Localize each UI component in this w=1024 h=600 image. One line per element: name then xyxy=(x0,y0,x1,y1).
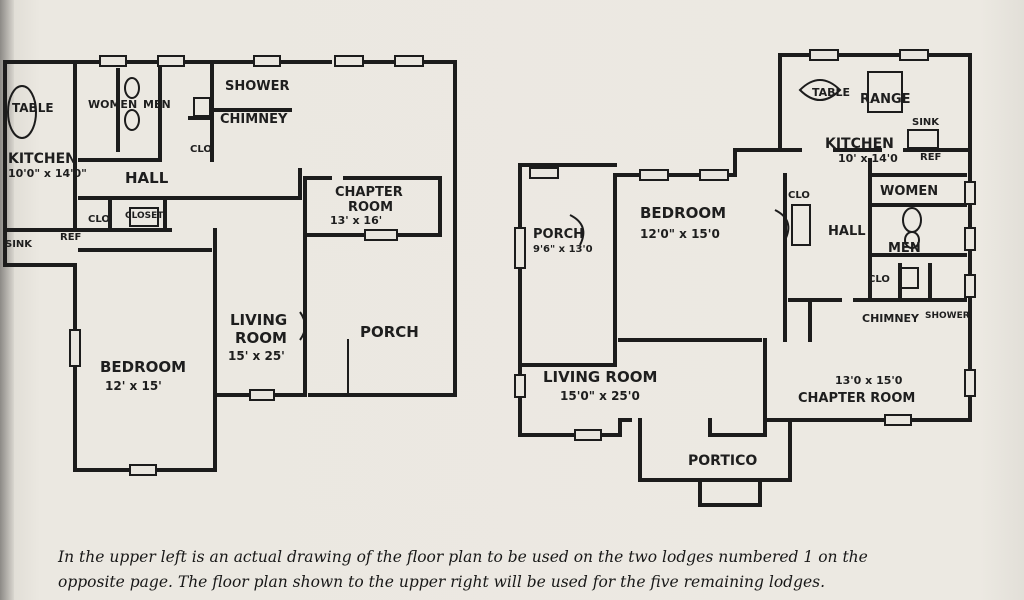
left-kitchen-label: KITCHEN xyxy=(8,151,77,167)
right-bedroom-label: BEDROOM xyxy=(640,204,726,222)
right-kitchen-size: 10' x 14'0 xyxy=(838,152,898,165)
caption-line-1: In the upper left is an actual drawing o… xyxy=(58,548,868,566)
left-ref-label: REF xyxy=(60,232,81,243)
right-clo-hall-label: CLO xyxy=(788,190,810,201)
left-chapter-label: CHAPTER xyxy=(335,185,403,200)
left-bedroom-label: BEDROOM xyxy=(100,358,186,376)
right-women-label: WOMEN xyxy=(880,184,938,199)
right-chimney-label: CHIMNEY xyxy=(862,312,920,325)
left-men-label: MEN xyxy=(143,98,171,111)
caption-line-2: opposite page. The floor plan shown to t… xyxy=(58,573,826,591)
right-portico-label: PORTICO xyxy=(688,453,757,469)
left-bedroom-size: 12' x 15' xyxy=(105,379,162,393)
right-floor-plan xyxy=(518,53,972,507)
left-kitchen-size: 10'0" x 14'0" xyxy=(8,167,87,180)
left-clo-hall-label: CLO xyxy=(88,214,110,225)
right-living-label: LIVING ROOM xyxy=(543,368,657,386)
left-clo-bath-label: CLO xyxy=(190,144,212,155)
left-hall-label: HALL xyxy=(125,169,169,187)
left-closet-label: CLOSET xyxy=(125,211,164,221)
right-kitchen-label: KITCHEN xyxy=(825,136,894,152)
left-living-label-2: ROOM xyxy=(235,329,287,347)
fixtures xyxy=(7,71,939,341)
right-chapter-size: 13'0 x 15'0 xyxy=(835,374,903,387)
right-range-label: RANGE xyxy=(860,92,911,107)
left-living-label: LIVING xyxy=(230,311,287,329)
right-ref-label: REF xyxy=(920,152,941,163)
right-hall-label: HALL xyxy=(828,224,866,239)
floor-plans-drawing: TABLE KITCHEN 10'0" x 14'0" SINK REF WOM… xyxy=(3,49,976,507)
right-porch-size: 9'6" x 13'0 xyxy=(533,244,593,255)
right-bedroom-size: 12'0" x 15'0 xyxy=(640,227,720,241)
right-chapter-label: CHAPTER ROOM xyxy=(798,391,915,406)
left-porch-label: PORCH xyxy=(360,323,419,341)
right-shower-label: SHOWER xyxy=(925,311,970,321)
right-clo-bath-label: CLO xyxy=(868,274,890,285)
left-sink-label: SINK xyxy=(5,239,33,250)
right-living-size: 15'0" x 25'0 xyxy=(560,389,640,403)
left-chapter-label-2: ROOM xyxy=(348,200,393,215)
right-porch-label: PORCH xyxy=(533,227,584,242)
figure-caption: In the upper left is an actual drawing o… xyxy=(58,545,1018,595)
left-living-size: 15' x 25' xyxy=(228,349,285,363)
left-chapter-size: 13' x 16' xyxy=(330,214,382,227)
window-markers xyxy=(69,49,976,476)
right-sink-label: SINK xyxy=(912,117,940,128)
left-chimney-label: CHIMNEY xyxy=(220,112,288,127)
right-table-label: TABLE xyxy=(812,86,850,99)
right-men-label: MEN xyxy=(888,241,921,256)
left-shower-label: SHOWER xyxy=(225,79,290,94)
left-women-label: WOMEN xyxy=(88,98,137,111)
left-table-label: TABLE xyxy=(12,101,54,115)
